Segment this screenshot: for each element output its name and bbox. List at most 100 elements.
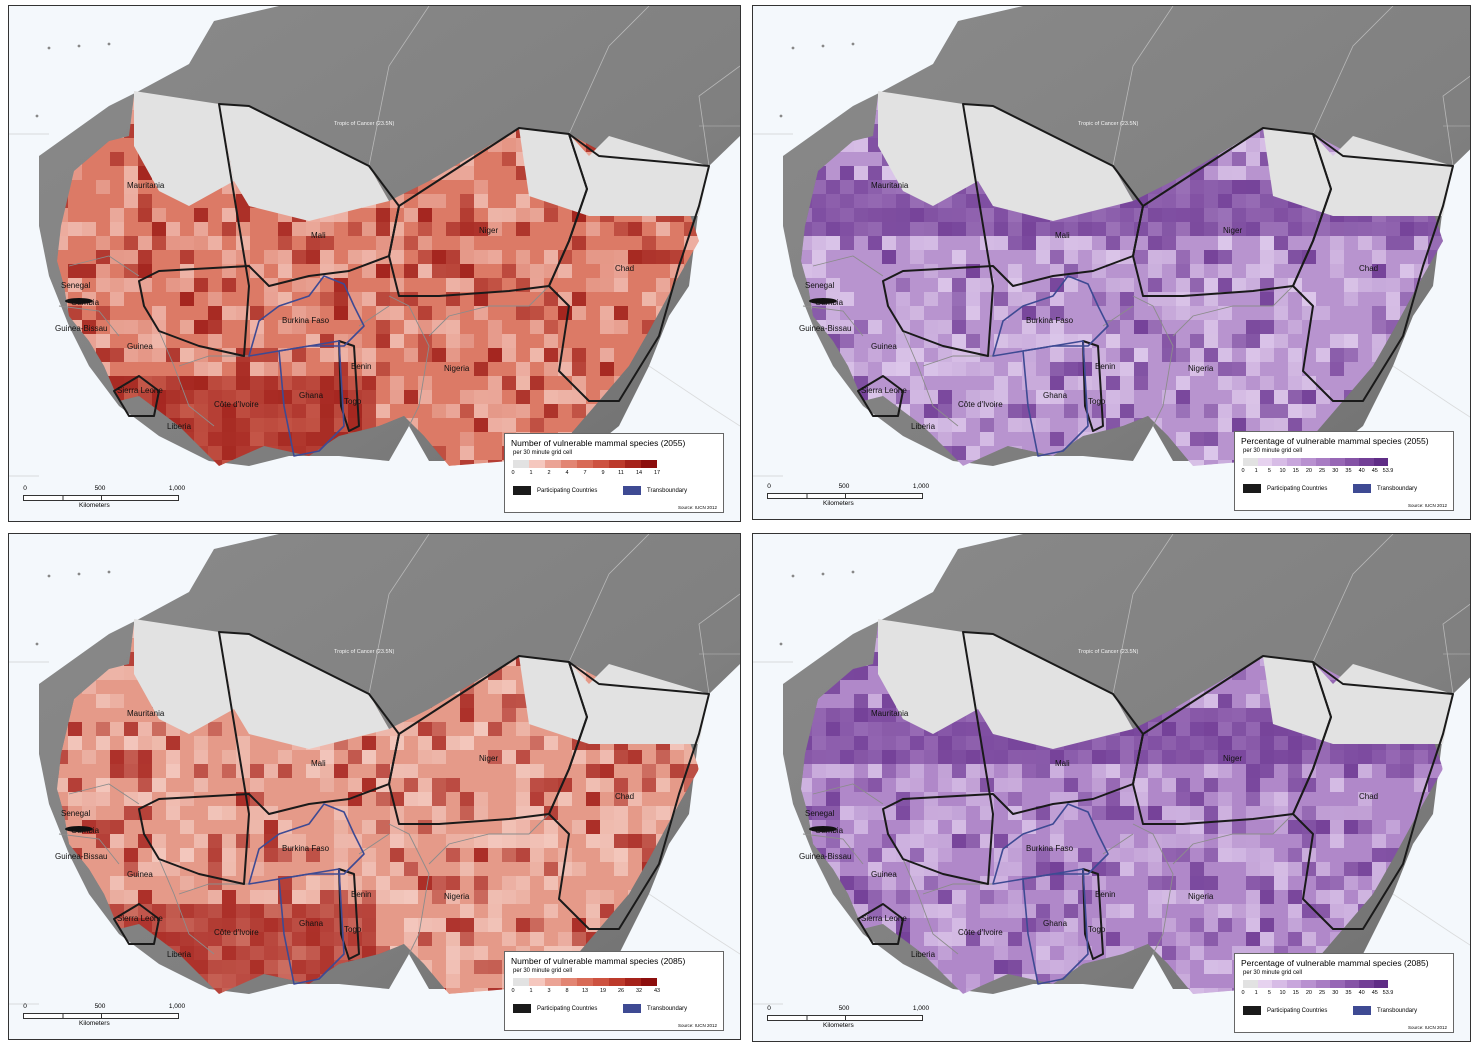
legend-swatch <box>513 460 529 468</box>
gambia-shape <box>65 298 93 304</box>
legend-transboundary-swatch <box>1353 1006 1371 1015</box>
legend-tick: 32 <box>635 988 643 994</box>
no-data-area <box>519 128 709 216</box>
legend-tick: 35 <box>1345 468 1352 474</box>
legend-swatch <box>1272 980 1287 988</box>
country-boundary <box>548 661 710 930</box>
legend-swatch <box>1315 458 1330 466</box>
legend-swatch <box>641 978 657 986</box>
legend-title: Number of vulnerable mammal species (205… <box>511 438 686 448</box>
no-data-area <box>519 656 709 744</box>
legend-tick: 17 <box>653 470 661 476</box>
legend-subtitle: per 30 minute grid cell <box>1243 448 1303 454</box>
legend-swatch <box>545 460 561 468</box>
legend-swatch <box>529 460 545 468</box>
map-canvas <box>9 534 740 1005</box>
country-boundary <box>1082 868 1104 960</box>
scale-bar-graphic <box>767 1015 923 1021</box>
legend-swatch <box>1301 458 1316 466</box>
legend-swatch <box>609 460 625 468</box>
country-boundary <box>138 631 400 885</box>
no-data-area <box>963 632 1133 749</box>
tropic-label: Tropic of Cancer (23.5N) <box>334 121 395 127</box>
legend-swatch <box>625 460 641 468</box>
legend-swatch <box>577 460 593 468</box>
legend-participating: Participating Countries <box>1243 1006 1327 1015</box>
scale-unit: Kilometers <box>823 500 854 507</box>
legend-source: Source: IUCN 2012 <box>677 1023 717 1028</box>
legend-participating: Participating Countries <box>513 486 597 495</box>
legend-tick: 0 <box>1241 468 1245 474</box>
legend-tick: 14 <box>635 470 643 476</box>
country-boundary <box>882 103 1144 357</box>
tropic-label: Tropic of Cancer (23.5N) <box>1078 121 1139 127</box>
legend-color-ramp <box>513 978 657 986</box>
legend-tick: 9 <box>601 470 605 476</box>
legend-participating: Participating Countries <box>1243 484 1327 493</box>
scale-tick: 0 <box>23 485 27 492</box>
legend-transboundary-label: Transboundary <box>647 487 688 494</box>
legend-source: Source: IUCN 2012 <box>1407 503 1447 508</box>
scale-bar-graphic <box>23 495 179 501</box>
legend-swatch <box>1359 458 1374 466</box>
legend-swatch <box>1359 980 1374 988</box>
country-boundary <box>882 631 1144 885</box>
legend-title: Percentage of vulnerable mammal species … <box>1241 436 1429 446</box>
legend-subtitle: per 30 minute grid cell <box>1243 970 1303 976</box>
legend-title: Number of vulnerable mammal species (208… <box>511 956 686 966</box>
no-data-area <box>134 91 234 206</box>
legend-subtitle: per 30 minute grid cell <box>513 968 573 974</box>
legend-title: Percentage of vulnerable mammal species … <box>1241 958 1429 968</box>
legend-tick: 15 <box>1292 990 1299 996</box>
map-legend: Number of vulnerable mammal species (208… <box>504 951 724 1031</box>
no-data-area <box>878 91 978 206</box>
legend-swatch <box>641 460 657 468</box>
legend-tick: 40 <box>1358 468 1365 474</box>
legend-swatch <box>1286 980 1301 988</box>
map-canvas <box>753 6 1470 477</box>
legend-swatch <box>1330 458 1345 466</box>
legend-participating-label: Participating Countries <box>537 1005 598 1012</box>
legend-tick: 25 <box>1319 468 1326 474</box>
legend-swatch <box>513 978 529 986</box>
legend-tick: 1 <box>1254 990 1258 996</box>
legend-tick: 5 <box>1267 468 1271 474</box>
country-boundary <box>548 133 710 402</box>
legend-swatch <box>1373 980 1388 988</box>
gambia-shape <box>809 298 837 304</box>
legend-swatch <box>545 978 561 986</box>
map-legend: Percentage of vulnerable mammal species … <box>1234 953 1454 1033</box>
legend-transboundary-label: Transboundary <box>1377 1007 1418 1014</box>
legend-participating-swatch <box>513 1004 531 1013</box>
no-data-area <box>878 619 978 734</box>
legend-tick: 1 <box>1254 468 1258 474</box>
legend-transboundary: Transboundary <box>1353 1006 1417 1015</box>
legend-tick: 53.9 <box>1382 468 1394 474</box>
legend-participating-swatch <box>513 486 531 495</box>
legend-tick: 53.9 <box>1382 990 1394 996</box>
scale-bar-graphic <box>767 493 923 499</box>
legend-swatch <box>1243 458 1258 466</box>
legend-swatch <box>1286 458 1301 466</box>
scale-tick: 1,000 <box>912 1005 930 1012</box>
scale-tick: 500 <box>94 1003 106 1010</box>
country-boundary <box>1082 340 1104 432</box>
legend-transboundary: Transboundary <box>623 1004 687 1013</box>
legend-tick: 5 <box>1267 990 1271 996</box>
scale-unit: Kilometers <box>79 1020 110 1027</box>
legend-participating-label: Participating Countries <box>537 487 598 494</box>
legend-swatch <box>1344 458 1359 466</box>
country-boundary <box>857 375 904 417</box>
map-canvas <box>9 6 740 477</box>
no-data-area <box>1263 656 1453 744</box>
legend-color-ramp <box>513 460 657 468</box>
legend-tick: 1 <box>529 470 533 476</box>
legend-tick: 15 <box>1292 468 1299 474</box>
legend-tick: 7 <box>583 470 587 476</box>
legend-transboundary: Transboundary <box>1353 484 1417 493</box>
legend-swatch <box>625 978 641 986</box>
country-boundary <box>1022 340 1089 457</box>
